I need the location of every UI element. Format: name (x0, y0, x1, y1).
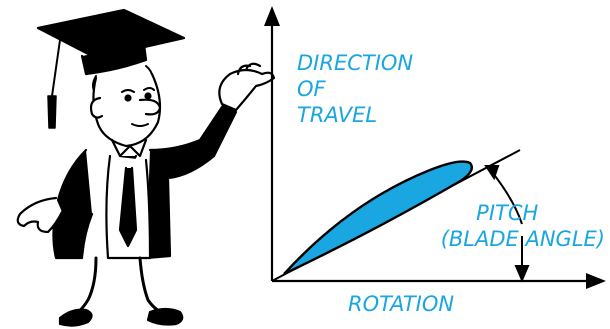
pitch-line-1: PITCH (476, 201, 538, 225)
pitch-label: PITCH (BLADE ANGLE) (441, 201, 605, 251)
axes (264, 6, 606, 289)
direction-line-2: OF (297, 77, 327, 101)
blade-shape (283, 160, 473, 276)
direction-line-1: DIRECTION (297, 51, 413, 75)
pitch-angle-marker (484, 165, 530, 283)
blade-airfoil (271, 149, 521, 282)
direction-line-3: TRAVEL (297, 103, 377, 127)
professor-illustration (16, 8, 276, 327)
arrow-up-icon (264, 6, 280, 26)
graduation-cap-icon (36, 8, 186, 129)
arrow-right-icon (586, 273, 606, 289)
direction-of-travel-label: DIRECTION OF TRAVEL (297, 51, 420, 127)
pitch-line-2: (BLADE ANGLE) (441, 227, 605, 251)
rotation-label: ROTATION (348, 292, 454, 316)
